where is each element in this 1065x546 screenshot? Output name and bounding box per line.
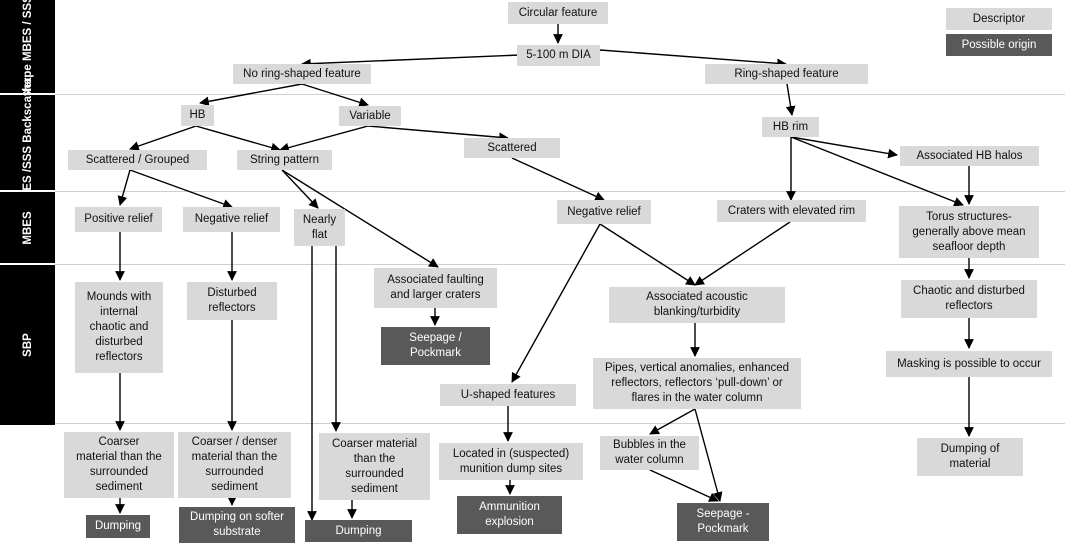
- band-separator: [55, 423, 1065, 424]
- arrow: [301, 83, 369, 107]
- band-separator: [55, 94, 1065, 95]
- arrow: [117, 169, 131, 206]
- node-disturbed: Disturbed reflectors: [187, 282, 277, 320]
- arrow: [281, 169, 319, 209]
- band-sbp-label: SBP: [0, 265, 55, 425]
- arrow: [511, 157, 605, 201]
- node-u-shaped: U-shaped features: [440, 384, 576, 406]
- legend-descriptor: Descriptor: [946, 8, 1052, 30]
- node-negative-relief-2: Negative relief: [557, 200, 651, 224]
- arrow: [694, 221, 791, 286]
- node-seepage-1: Seepage / Pockmark: [381, 327, 490, 365]
- node-circular-feature: Circular feature: [508, 2, 608, 24]
- node-scattered: Scattered: [464, 138, 560, 158]
- node-coarser-denser: Coarser / denser material than the surro…: [178, 432, 291, 498]
- node-chaotic: Chaotic and disturbed reflectors: [901, 280, 1037, 318]
- arrow: [599, 223, 696, 286]
- arrow: [511, 223, 601, 383]
- node-pipes: Pipes, vertical anomalies, enhanced refl…: [593, 358, 801, 409]
- arrow: [129, 169, 233, 209]
- node-dumping-material: Dumping of material: [917, 438, 1023, 476]
- node-located: Located in (suspected) munition dump sit…: [439, 443, 583, 480]
- node-coarser-2: Coarser material than the surrounded sed…: [319, 433, 430, 500]
- node-ring: Ring-shaped feature: [705, 64, 868, 84]
- arrow: [694, 408, 723, 502]
- arrow: [649, 469, 719, 502]
- node-hb-rim: HB rim: [762, 117, 819, 137]
- node-dia: 5-100 m DIA: [517, 45, 600, 66]
- node-string-pattern: String pattern: [237, 150, 332, 170]
- node-mounds: Mounds with internal chaotic and disturb…: [75, 282, 163, 373]
- arrow: [599, 49, 787, 69]
- node-dumping-1: Dumping: [86, 515, 150, 538]
- arrow: [790, 136, 898, 159]
- node-dumping-2: Dumping: [305, 520, 412, 542]
- node-scattered-grouped: Scattered / Grouped: [68, 150, 207, 170]
- node-hb-halos: Associated HB halos: [900, 146, 1039, 166]
- node-ammunition: Ammunition explosion: [457, 496, 562, 534]
- arrow: [649, 408, 696, 435]
- arrow: [195, 125, 281, 153]
- node-negative-relief-1: Negative relief: [183, 207, 280, 232]
- node-masking: Masking is possible to occur: [886, 351, 1052, 377]
- arrow: [785, 83, 796, 116]
- node-torus: Torus structures- generally above mean s…: [899, 206, 1039, 258]
- arrow: [129, 125, 197, 151]
- arrow: [367, 125, 509, 143]
- node-coarser-1: Coarser material than the surrounded sed…: [64, 432, 174, 498]
- arrow: [199, 83, 303, 107]
- node-nearly-flat: Nearly flat: [294, 209, 345, 246]
- node-positive-relief: Positive relief: [75, 207, 162, 232]
- band-shape-label: Shape MBES / SSS: [0, 0, 55, 98]
- arrow: [790, 136, 964, 207]
- node-bubbles: Bubbles in the water column: [600, 436, 699, 470]
- node-blanking: Associated acoustic blanking/turbidity: [609, 287, 785, 323]
- node-seepage-2: Seepage - Pockmark: [677, 503, 769, 541]
- legend-possible-origin: Possible origin: [946, 34, 1052, 56]
- band-separator: [55, 191, 1065, 192]
- band-backscatter-label: MBES /SSS Backscatter: [0, 77, 55, 208]
- node-variable: Variable: [339, 106, 401, 126]
- arrow: [301, 54, 521, 69]
- node-hb: HB: [181, 105, 214, 126]
- node-craters: Craters with elevated rim: [717, 200, 866, 222]
- band-separator: [55, 264, 1065, 265]
- node-dumping-softer: Dumping on softer substrate: [179, 507, 295, 543]
- node-faulting: Associated faulting and larger craters: [374, 268, 497, 308]
- band-mbes-label: MBES: [0, 192, 55, 263]
- arrow: [279, 125, 369, 153]
- node-no-ring: No ring-shaped feature: [233, 64, 371, 84]
- arrow: [281, 169, 439, 268]
